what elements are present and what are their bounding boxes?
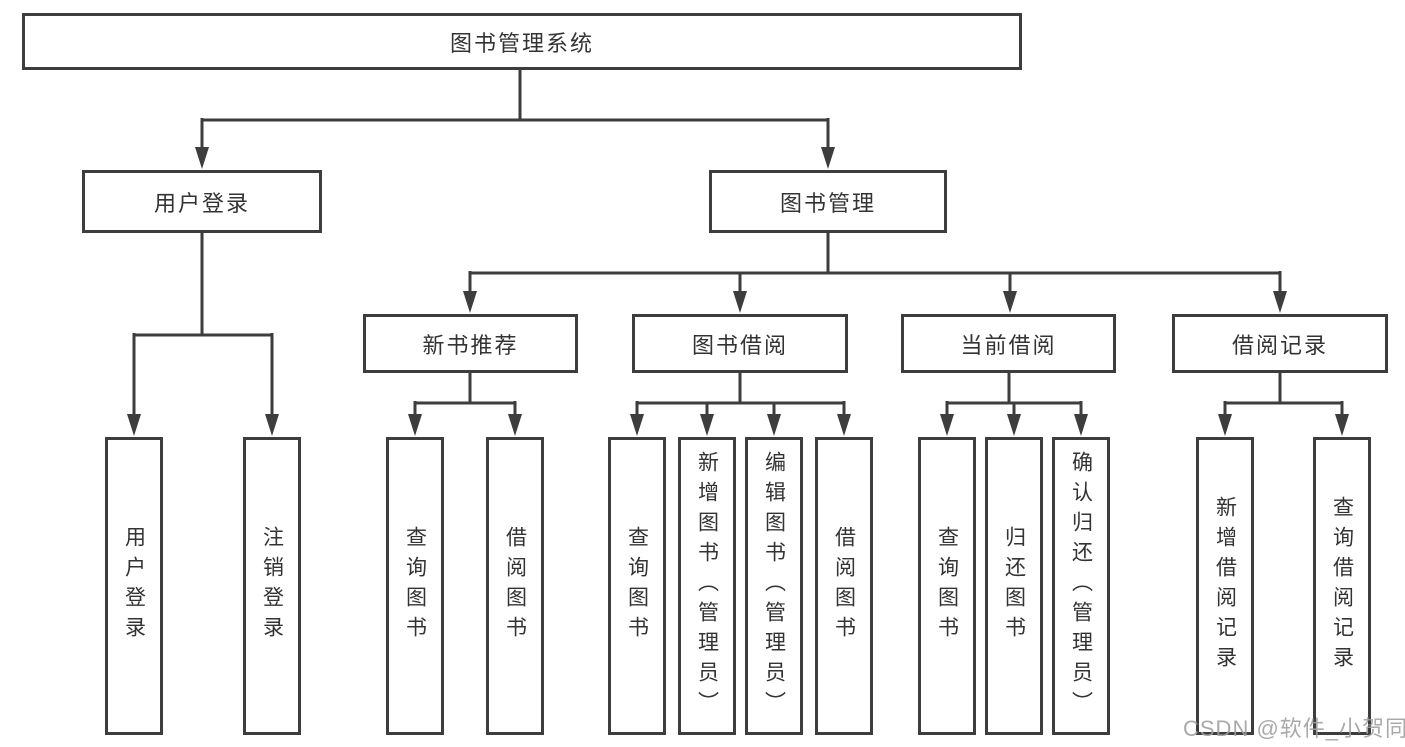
node-leaf-query-books-2: 查询图书	[608, 437, 666, 735]
node-label: 归还图书	[1002, 526, 1026, 646]
connector-current-borrow-children	[940, 373, 1088, 436]
node-label: 查询图书	[625, 526, 649, 646]
node-leaf-user-login: 用户登录	[105, 437, 163, 735]
node-leaf-add-borrow-record: 新增借阅记录	[1196, 437, 1254, 735]
node-book-borrowing: 图书借阅	[632, 314, 848, 373]
node-leaf-confirm-return-admin: 确认归还（管理员）	[1052, 437, 1110, 735]
csdn-watermark: CSDN @软件_小贺同学	[1183, 716, 1405, 741]
node-borrowing-records: 借阅记录	[1172, 314, 1388, 373]
node-label: 借阅图书	[832, 526, 856, 646]
connector-user-login-children	[127, 233, 279, 436]
node-library-management-system: 图书管理系统	[22, 13, 1022, 70]
connector-root-to-level2	[195, 70, 835, 169]
node-leaf-borrow-books-1: 借阅图书	[486, 437, 544, 735]
node-book-management: 图书管理	[709, 170, 947, 233]
node-label: 新书推荐	[422, 332, 519, 358]
connector-book-borrow-children	[630, 373, 851, 436]
node-label: 注销登录	[260, 526, 284, 646]
connector-borrow-record-children	[1218, 373, 1349, 436]
node-label: 借阅记录	[1231, 332, 1328, 358]
node-leaf-query-books-3: 查询图书	[918, 437, 976, 735]
node-label: 编辑图书（管理员）	[762, 451, 786, 721]
connector-new-book-children	[408, 373, 522, 436]
connector-book-mgmt-to-level3	[463, 233, 1287, 313]
node-label: 确认归还（管理员）	[1069, 451, 1093, 721]
node-label: 当前借阅	[960, 332, 1057, 358]
node-label: 查询借阅记录	[1330, 496, 1354, 676]
node-leaf-edit-book-admin: 编辑图书（管理员）	[745, 437, 803, 735]
node-leaf-query-books-1: 查询图书	[386, 437, 444, 735]
node-leaf-borrow-books-2: 借阅图书	[815, 437, 873, 735]
node-label: 图书管理	[779, 190, 876, 216]
node-label: 用户登录	[153, 190, 250, 216]
node-label: 新增图书（管理员）	[695, 451, 719, 721]
node-label: 用户登录	[122, 526, 146, 646]
node-label: 新增借阅记录	[1213, 496, 1237, 676]
node-label: 借阅图书	[503, 526, 527, 646]
node-label: 图书借阅	[691, 332, 788, 358]
node-leaf-query-borrow-record: 查询借阅记录	[1313, 437, 1371, 735]
node-label: 查询图书	[935, 526, 959, 646]
node-label: 查询图书	[403, 526, 427, 646]
node-user-login: 用户登录	[82, 170, 322, 233]
node-leaf-add-book-admin: 新增图书（管理员）	[678, 437, 736, 735]
node-leaf-logout: 注销登录	[243, 437, 301, 735]
node-new-book-recommend: 新书推荐	[363, 314, 578, 373]
node-label: 图书管理系统	[449, 30, 594, 56]
node-leaf-return-book: 归还图书	[985, 437, 1043, 735]
node-current-borrowing: 当前借阅	[901, 314, 1116, 373]
